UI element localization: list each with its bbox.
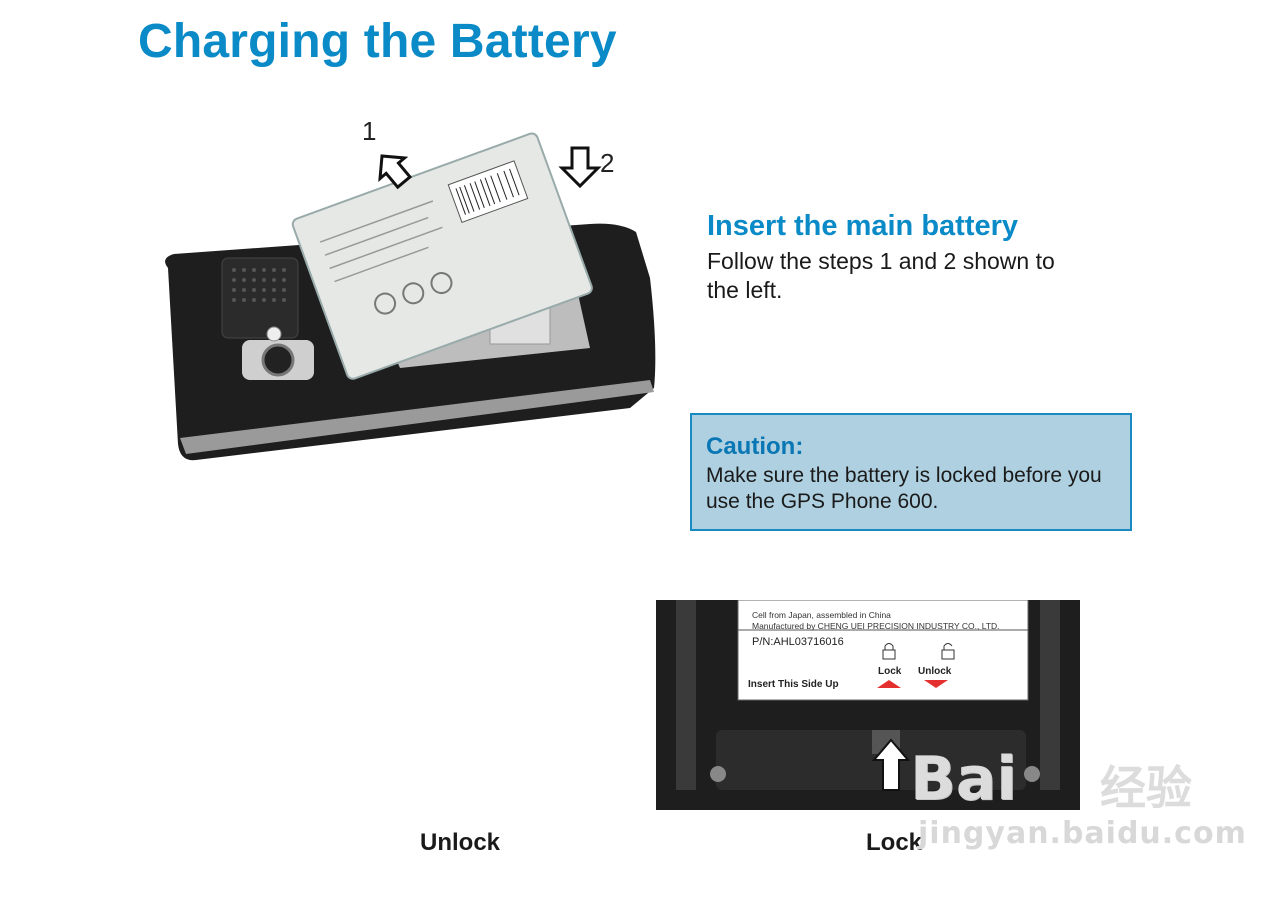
battery-pack — [291, 132, 593, 380]
phone-battery-illustration: 1 2 — [150, 108, 670, 468]
instructions-block: Insert the main battery Follow the steps… — [707, 210, 1127, 305]
unlock-triangle-icon — [924, 680, 948, 688]
lock-caption: Lock — [866, 829, 923, 856]
speaker-grille — [221, 257, 299, 339]
battery-part-number: P/N:AHL03716016 — [752, 636, 844, 648]
battery-lock-text: Lock — [878, 666, 902, 677]
step-2-label: 2 — [600, 148, 615, 178]
battery-lock-illustration: Cell from Japan, assembled in China Manu… — [656, 600, 1080, 810]
watermark-url: jingyan.baidu.com — [918, 816, 1247, 851]
lock-triangle-icon — [877, 680, 901, 688]
battery-unlock-text: Unlock — [918, 666, 952, 677]
lock-up-arrow-icon — [871, 738, 911, 791]
battery-insert-side-text: Insert This Side Up — [748, 679, 839, 690]
battery-lock-image — [656, 600, 1080, 810]
lock-icon — [882, 643, 896, 660]
unlock-icon — [941, 643, 955, 660]
battery-maker-text: Manufactured by CHENG UEI PRECISION INDU… — [752, 621, 1000, 631]
unlock-caption: Unlock — [420, 829, 501, 856]
caution-body: Make sure the battery is locked before y… — [706, 464, 1102, 513]
caution-box: Caution: Make sure the battery is locked… — [690, 413, 1132, 531]
step-1-label: 1 — [362, 116, 377, 146]
battery-origin-text: Cell from Japan, assembled in China — [752, 610, 891, 620]
camera-flash — [266, 326, 282, 342]
arrow-up-left-icon — [378, 154, 413, 190]
speaker-holes — [232, 268, 286, 302]
caution-heading: Caution: — [706, 433, 804, 460]
page-title: Charging the Battery — [138, 15, 617, 68]
arrow-down-icon — [558, 146, 602, 189]
instructions-heading: Insert the main battery — [707, 210, 1019, 242]
phone-battery-image — [165, 132, 656, 461]
watermark-brand-cn: 经验 — [1100, 761, 1192, 815]
phone-rim — [180, 380, 654, 454]
camera-lens — [261, 343, 295, 377]
instructions-body: Follow the steps 1 and 2 shown to the le… — [707, 248, 1055, 303]
